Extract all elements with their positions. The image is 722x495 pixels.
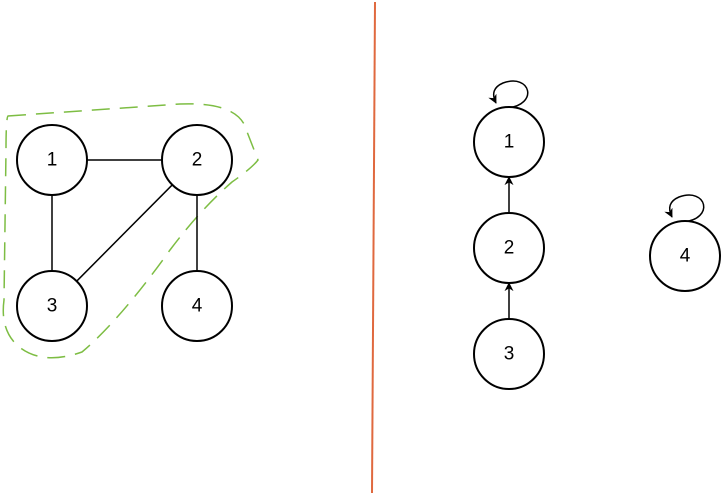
left-node-3-circle [16,270,88,342]
right-node-3: 3 [473,318,545,390]
left-node-4-circle [161,270,233,342]
right-node-2-label: 2 [504,238,515,259]
right-self-loop-4 [664,194,705,223]
right-node-3-label: 3 [504,344,515,365]
left-node-3: 3 [16,270,88,342]
left-node-1: 1 [16,124,88,196]
left-node-1-circle [16,124,88,196]
left-node-2-label: 2 [192,150,203,171]
right-self-loop-1 [488,80,529,109]
left-node-2-circle [161,124,233,196]
connected-component-outline [2,103,259,359]
right-graph-panel: 1 2 3 4 [473,80,721,390]
right-node-1-label: 1 [504,132,515,153]
left-node-3-label: 3 [47,296,58,317]
right-node-3-circle [473,318,545,390]
right-node-4-label: 4 [680,246,691,267]
left-edge-2-3 [76,184,173,282]
right-node-4: 4 [649,220,721,292]
right-node-1: 1 [473,106,545,178]
right-node-4-circle [649,220,721,292]
left-graph-panel: 1 2 3 4 [2,103,259,359]
right-node-2: 2 [473,212,545,284]
right-node-2-circle [473,212,545,284]
right-node-1-circle [473,106,545,178]
left-node-2: 2 [161,124,233,196]
panel-divider [371,1,376,494]
left-node-1-label: 1 [47,150,58,171]
left-node-4: 4 [161,270,233,342]
left-node-4-label: 4 [192,296,203,317]
